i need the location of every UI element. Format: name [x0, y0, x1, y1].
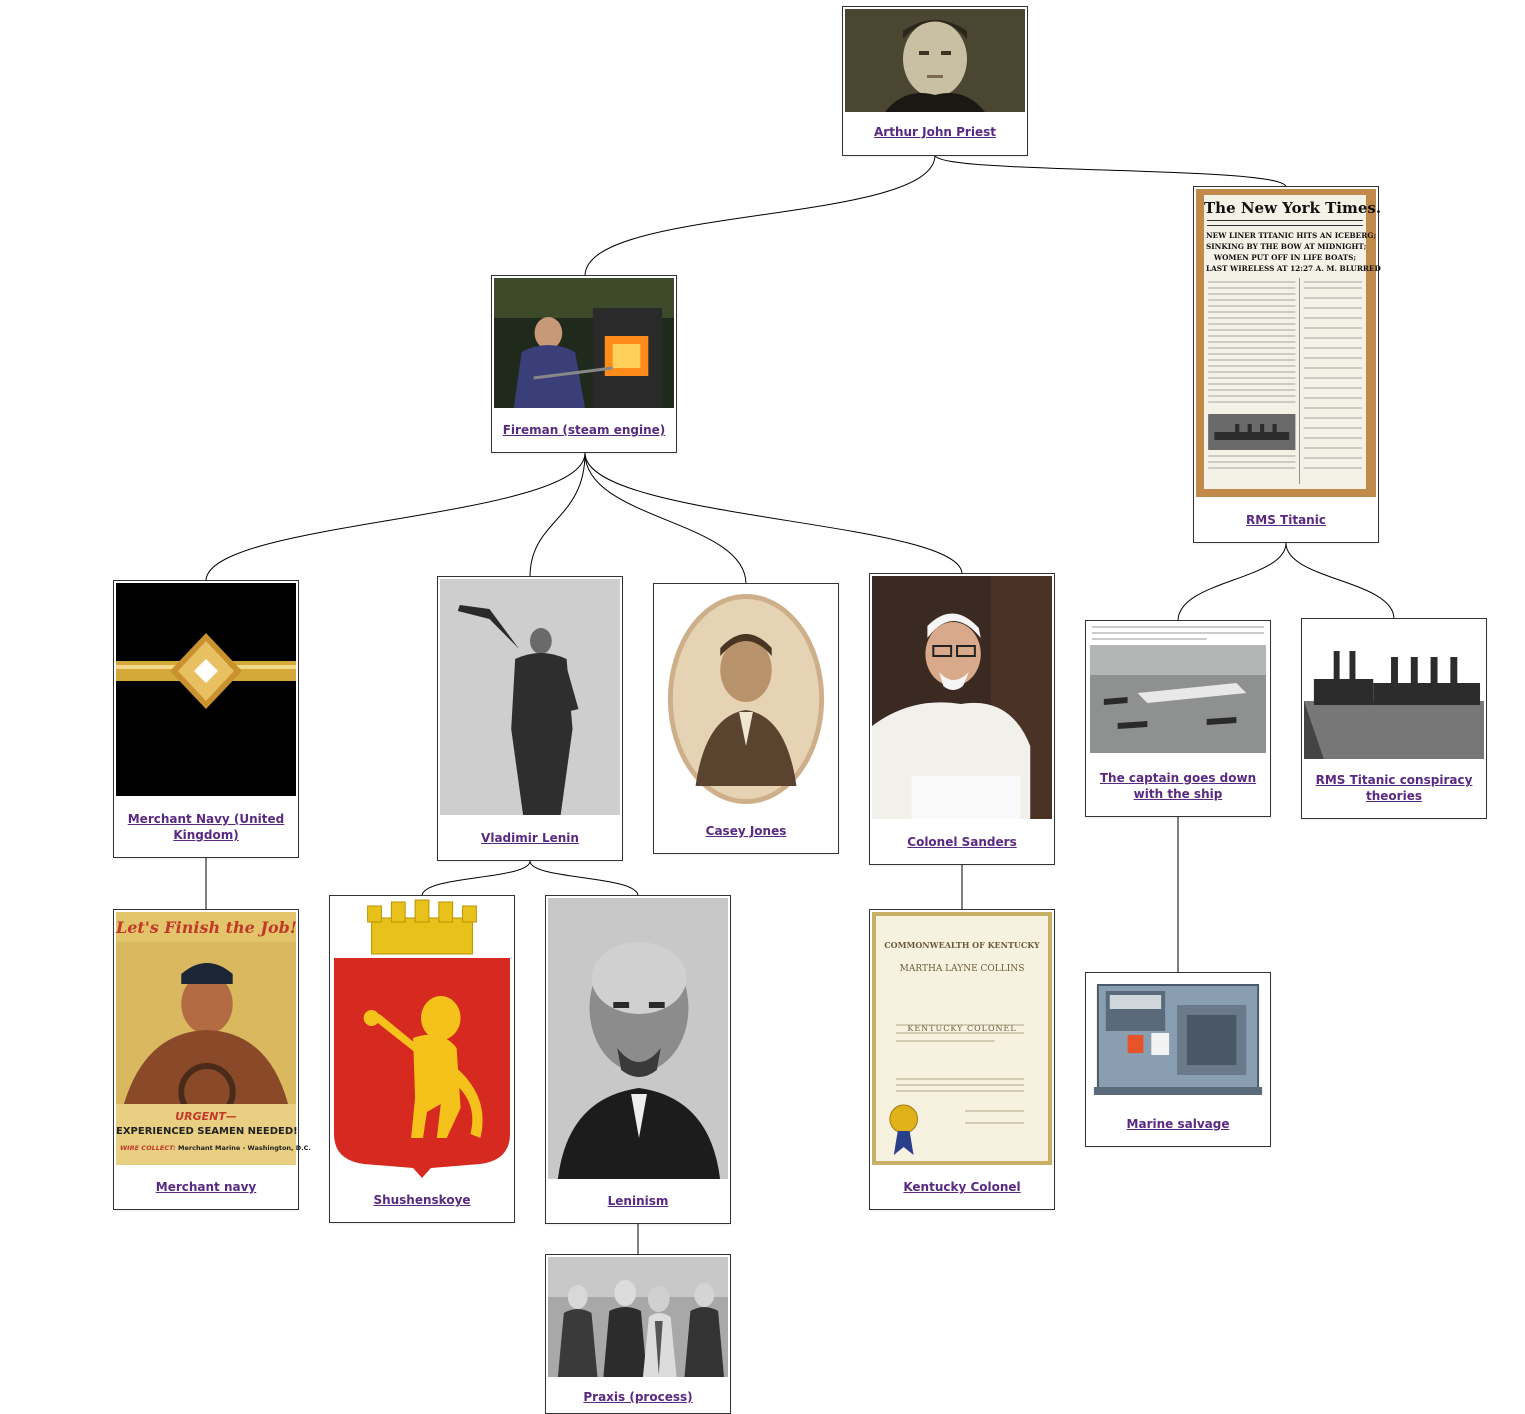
arthur-portrait-image [845, 9, 1025, 112]
merchant-navy-insignia-image [116, 583, 296, 796]
vladimir-lenin-link[interactable]: Vladimir Lenin [481, 831, 579, 845]
node-kentucky-colonel: COMMONWEALTH OF KENTUCKY MARTHA LAYNE CO… [869, 909, 1055, 1210]
colonel-sanders-image [872, 576, 1052, 819]
edge-fireman-sanders [584, 452, 963, 575]
certificate-title: KENTUCKY COLONEL [907, 1024, 1017, 1033]
edge-titanic-captain [1177, 542, 1287, 622]
marine-salvage-equipment-image [1088, 975, 1268, 1101]
node-captain-goes-down: The captain goes down with the ship [1085, 620, 1271, 817]
newspaper-headline: NEW LINER TITANIC HITS AN ICEBERG; SINKI… [1206, 231, 1381, 273]
captain-goes-down-link[interactable]: The captain goes down with the ship [1099, 771, 1257, 801]
rms-titanic-link[interactable]: RMS Titanic [1246, 513, 1326, 527]
titanic-newspaper-image: The New York Times. NEW LINER TITANIC HI… [1196, 189, 1382, 497]
node-casey-jones: Casey Jones [653, 583, 839, 854]
newspaper-masthead: The New York Times. [1204, 199, 1382, 217]
fireman-steam-engine-link[interactable]: Fireman (steam engine) [502, 423, 666, 437]
node-merchant-navy: Let's Finish the Job! URGENT— EXPERIENCE… [113, 909, 311, 1210]
ships-in-harbor-image [1304, 621, 1484, 759]
leninism-portrait-image [548, 898, 728, 1179]
certificate-name: MARTHA LAYNE COLLINS [899, 964, 1025, 974]
colonel-sanders-link[interactable]: Colonel Sanders [907, 835, 1017, 849]
lenin-speech-image [440, 579, 620, 815]
node-fireman-steam-engine: Fireman (steam engine) [491, 275, 677, 453]
casey-jones-link[interactable]: Casey Jones [705, 824, 787, 838]
edge-fireman-casey [584, 452, 747, 585]
kentucky-certificate-image: COMMONWEALTH OF KENTUCKY MARTHA LAYNE CO… [872, 912, 1052, 1165]
node-praxis-process: Praxis (process) [545, 1254, 731, 1414]
arthur-john-priest-link[interactable]: Arthur John Priest [874, 125, 996, 139]
newspaper-columns [1208, 278, 1362, 484]
certificate-heading: COMMONWEALTH OF KENTUCKY [884, 940, 1040, 950]
edge-lenin-shushenskoye [421, 860, 531, 897]
node-shushenskoye: Shushenskoye [329, 895, 515, 1223]
merchant-navy-link[interactable]: Merchant navy [155, 1180, 257, 1194]
leninism-link[interactable]: Leninism [607, 1194, 669, 1208]
titanic-conspiracy-link[interactable]: RMS Titanic conspiracy theories [1315, 773, 1473, 803]
merchant-navy-uk-link[interactable]: Merchant Navy (United Kingdom) [127, 812, 285, 842]
node-vladimir-lenin: Vladimir Lenin [437, 576, 623, 861]
praxis-group-image [548, 1257, 728, 1377]
shushenskoye-link[interactable]: Shushenskoye [373, 1193, 471, 1207]
node-arthur-john-priest: Arthur John Priest [842, 6, 1028, 156]
poster-urgent-text: URGENT— [175, 1110, 237, 1123]
poster-wire-text: WIRE COLLECT: Merchant Marine - Washingt… [120, 1144, 311, 1152]
shushenskoye-coat-of-arms-image [332, 898, 512, 1178]
praxis-process-link[interactable]: Praxis (process) [583, 1390, 693, 1404]
merchant-navy-poster-image: Let's Finish the Job! URGENT— EXPERIENCE… [116, 912, 311, 1165]
poster-top-text: Let's Finish the Job! [116, 918, 297, 937]
casey-jones-portrait-image [656, 586, 836, 808]
edge-arthur-fireman [584, 154, 936, 277]
edge-lenin-leninism [529, 860, 639, 897]
edge-arthur-titanic [934, 154, 1287, 188]
fireman-image [494, 278, 674, 408]
edge-fireman-lenin [529, 452, 586, 578]
node-colonel-sanders: Colonel Sanders [869, 573, 1055, 865]
kentucky-colonel-link[interactable]: Kentucky Colonel [903, 1180, 1021, 1194]
node-rms-titanic: The New York Times. NEW LINER TITANIC HI… [1193, 186, 1382, 543]
node-titanic-conspiracy: RMS Titanic conspiracy theories [1301, 618, 1487, 819]
sinking-ship-image [1088, 623, 1268, 757]
node-marine-salvage: Marine salvage [1085, 972, 1271, 1147]
marine-salvage-link[interactable]: Marine salvage [1126, 1117, 1230, 1131]
edge-fireman-merchant-navy-uk [205, 452, 586, 582]
poster-needed-text: EXPERIENCED SEAMEN NEEDED! [116, 1126, 298, 1137]
node-merchant-navy-uk: Merchant Navy (United Kingdom) [113, 580, 299, 858]
node-leninism: Leninism [545, 895, 731, 1224]
edge-titanic-conspiracy [1285, 542, 1395, 620]
